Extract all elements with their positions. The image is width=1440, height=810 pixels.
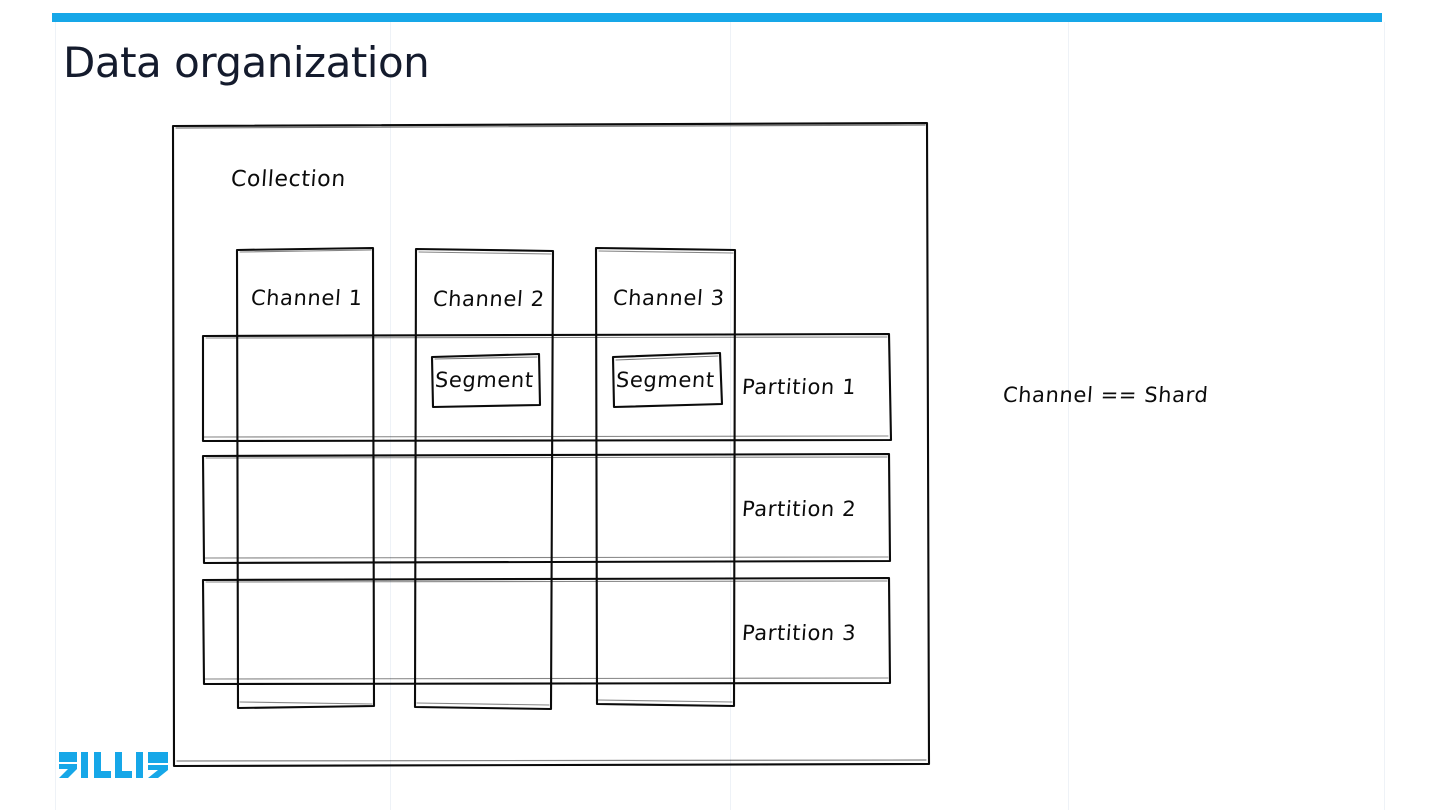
segment-label-1: Segment <box>434 368 535 392</box>
partition-3-box <box>201 576 892 686</box>
channel-2-label: Channel 2 <box>432 287 546 311</box>
partition-3-label: Partition 3 <box>741 621 857 645</box>
partition-1-box <box>201 332 893 443</box>
accent-bar <box>52 13 1382 22</box>
segment-label-2: Segment <box>615 368 716 392</box>
layout-guide-line <box>1384 22 1385 810</box>
partition-2-label: Partition 2 <box>741 497 857 521</box>
channel-1-box <box>235 246 376 710</box>
channel-shard-annotation: Channel == Shard <box>1002 383 1210 407</box>
layout-guide-line <box>55 22 56 810</box>
segment-box-2 <box>611 351 724 409</box>
collection-outer-box <box>171 121 931 768</box>
channel-3-label: Channel 3 <box>612 286 726 310</box>
layout-guide-line <box>730 22 731 810</box>
layout-guide-line <box>1068 22 1069 810</box>
page-title: Data organization <box>63 38 430 87</box>
channel-1-label: Channel 1 <box>250 286 364 310</box>
segment-box-1 <box>430 352 542 409</box>
zilliz-logo <box>58 750 170 780</box>
partition-1-label: Partition 1 <box>741 375 857 399</box>
channel-2-box <box>413 247 555 711</box>
collection-label: Collection <box>230 167 347 192</box>
partition-2-box <box>201 452 892 565</box>
layout-guide-line <box>390 22 391 810</box>
channel-3-box <box>594 246 737 708</box>
